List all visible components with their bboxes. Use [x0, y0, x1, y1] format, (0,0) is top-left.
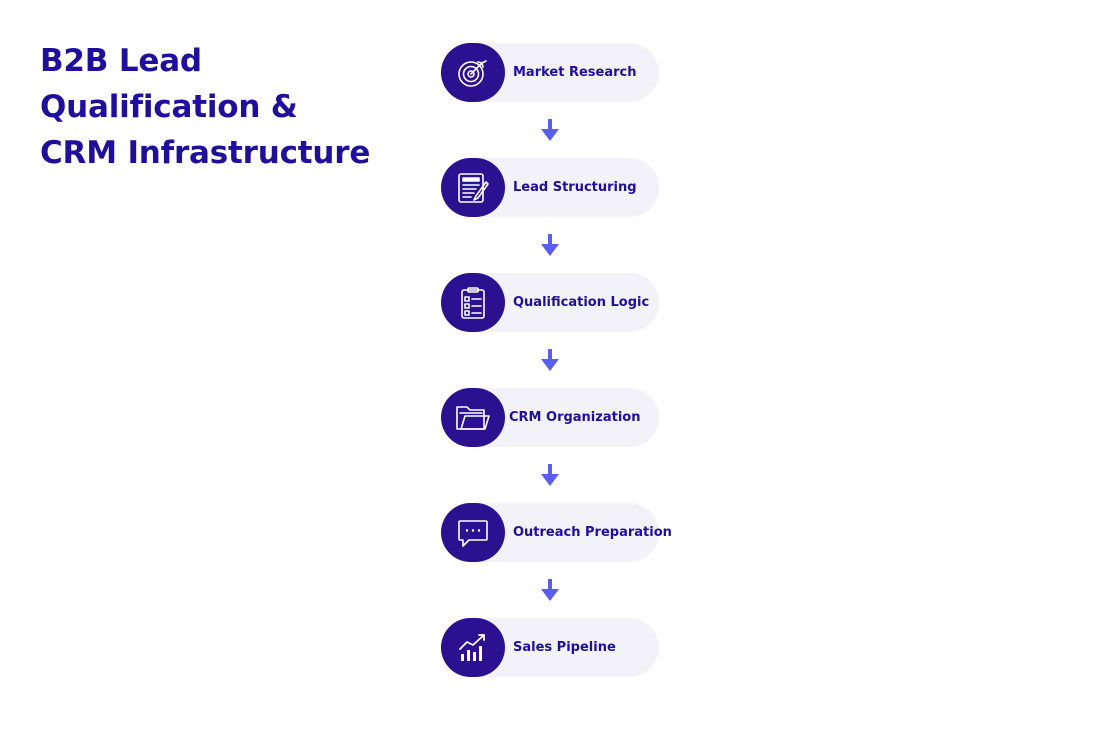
arrow-down-icon	[541, 579, 559, 601]
title-line: Qualification &	[40, 89, 298, 125]
step-sales-pipeline: Sales Pipeline	[441, 618, 659, 677]
title-line: B2B Lead	[40, 43, 202, 79]
folder-open-icon	[441, 388, 505, 447]
step-crm-organization: CRM Organization	[441, 388, 659, 447]
clipboard-checklist-icon	[441, 273, 505, 332]
step-label: Lead Structuring	[513, 180, 637, 195]
title-line: CRM Infrastructure	[40, 135, 371, 171]
step-label: Outreach Preparation	[513, 525, 672, 540]
arrow-down-icon	[541, 349, 559, 371]
arrow-down-icon	[541, 119, 559, 141]
arrow-down-icon	[541, 234, 559, 256]
step-label: Sales Pipeline	[513, 640, 616, 655]
step-label: CRM Organization	[509, 410, 641, 425]
step-outreach-preparation: Outreach Preparation	[441, 503, 672, 562]
step-lead-structuring: Lead Structuring	[441, 158, 659, 217]
bar-chart-growth-icon	[441, 618, 505, 677]
step-label: Market Research	[513, 65, 637, 80]
chat-bubble-icon	[441, 503, 505, 562]
step-qualification-logic: Qualification Logic	[441, 273, 659, 332]
step-label: Qualification Logic	[513, 295, 650, 310]
diagram-title: B2B Lead Qualification & CRM Infrastruct…	[40, 38, 370, 176]
target-icon	[441, 43, 505, 102]
arrow-down-icon	[541, 464, 559, 486]
step-market-research: Market Research	[441, 43, 659, 102]
document-edit-icon	[441, 158, 505, 217]
